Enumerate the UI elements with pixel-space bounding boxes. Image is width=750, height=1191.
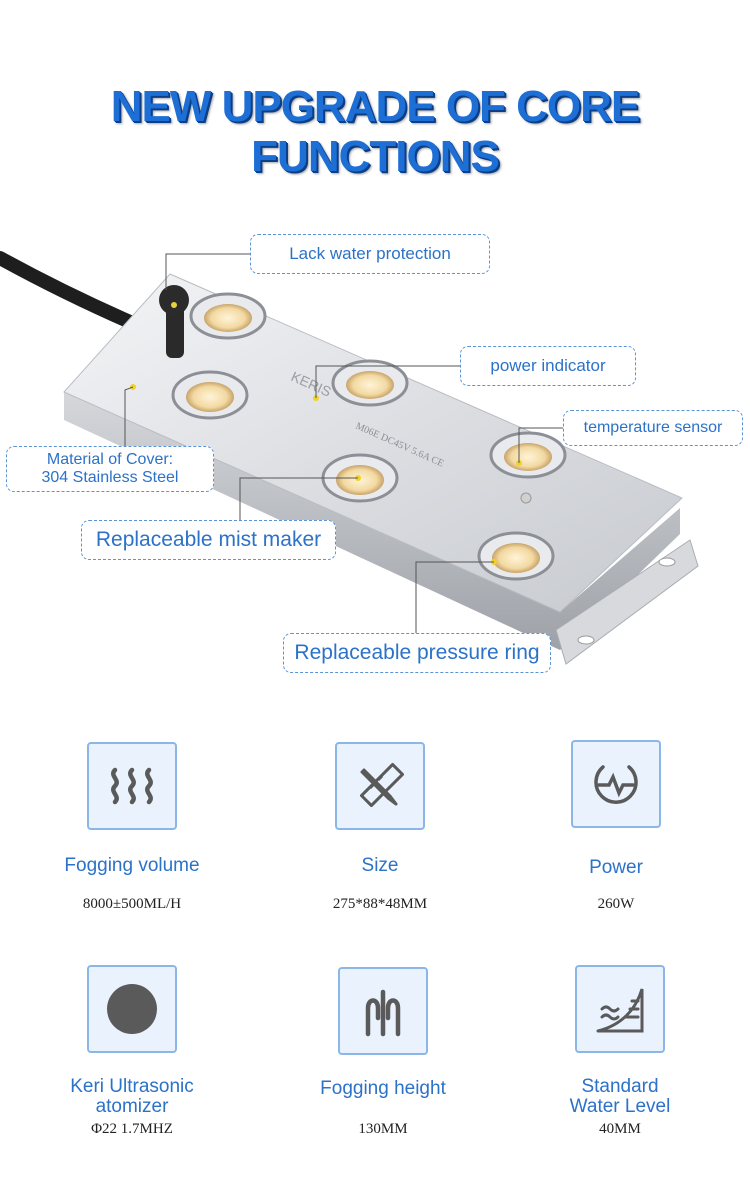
ruler-pencil-icon — [335, 742, 425, 830]
heat-waves-icon — [87, 742, 177, 830]
feature-value: 40MM — [599, 1121, 641, 1137]
callout-power-indicator: power indicator — [460, 346, 636, 386]
feature-atomizer: Keri Ultrasonic atomizer Φ22 1.7MHZ — [12, 965, 252, 1138]
atomizer-disc-icon — [87, 965, 177, 1053]
cover-line-2: 304 Stainless Steel — [41, 469, 179, 486]
feature-label: Fogging volume — [64, 855, 200, 876]
power-pulse-icon — [571, 740, 661, 828]
feature-value: 130MM — [358, 1121, 408, 1137]
feature-power: Power 260W — [496, 740, 736, 913]
feature-water-level: Standard Water Level 40MM — [500, 965, 740, 1138]
fog-height-icon — [338, 967, 428, 1055]
water-level-icon — [575, 965, 665, 1053]
feature-value: 8000±500ML/H — [82, 896, 182, 912]
mist-rings — [171, 292, 567, 581]
feature-fogging-height: Fogging height 130MM — [263, 967, 503, 1138]
feature-label: Keri Ultrasonic atomizer — [12, 1077, 252, 1117]
page-title: NEW UPGRADE OF CORE FUNCTIONS — [110, 82, 641, 181]
feature-value: 275*88*48MM — [332, 896, 428, 912]
callout-cover-material: Material of Cover: 304 Stainless Steel — [6, 446, 214, 492]
feature-label: Power — [589, 857, 643, 878]
feature-label-line-2: Water Level — [569, 1096, 671, 1117]
feature-value: Φ22 1.7MHZ — [91, 1121, 173, 1137]
feature-label: Standard Water Level — [500, 1077, 740, 1117]
cover-line-1: Material of Cover: — [46, 450, 174, 468]
feature-label-line-1: Keri Ultrasonic — [70, 1076, 194, 1097]
callout-temperature-sensor: temperature sensor — [563, 410, 743, 446]
feature-label-line-1: Standard — [581, 1076, 659, 1097]
feature-label: Size — [361, 855, 399, 876]
callout-mist-maker: Replaceable mist maker — [81, 520, 336, 560]
callout-lack-water-protection: Lack water protection — [250, 234, 490, 274]
feature-label: Fogging height — [320, 1078, 446, 1099]
mist-maker-product-image: KERIS M06E DC45V 5.6A CE — [0, 251, 699, 665]
feature-label-line-2: atomizer — [95, 1096, 169, 1117]
feature-size: Size 275*88*48MM — [260, 742, 500, 913]
feature-fogging-volume: Fogging volume 8000±500ML/H — [12, 742, 252, 913]
callout-pressure-ring: Replaceable pressure ring — [283, 633, 551, 673]
feature-value: 260W — [597, 896, 635, 912]
